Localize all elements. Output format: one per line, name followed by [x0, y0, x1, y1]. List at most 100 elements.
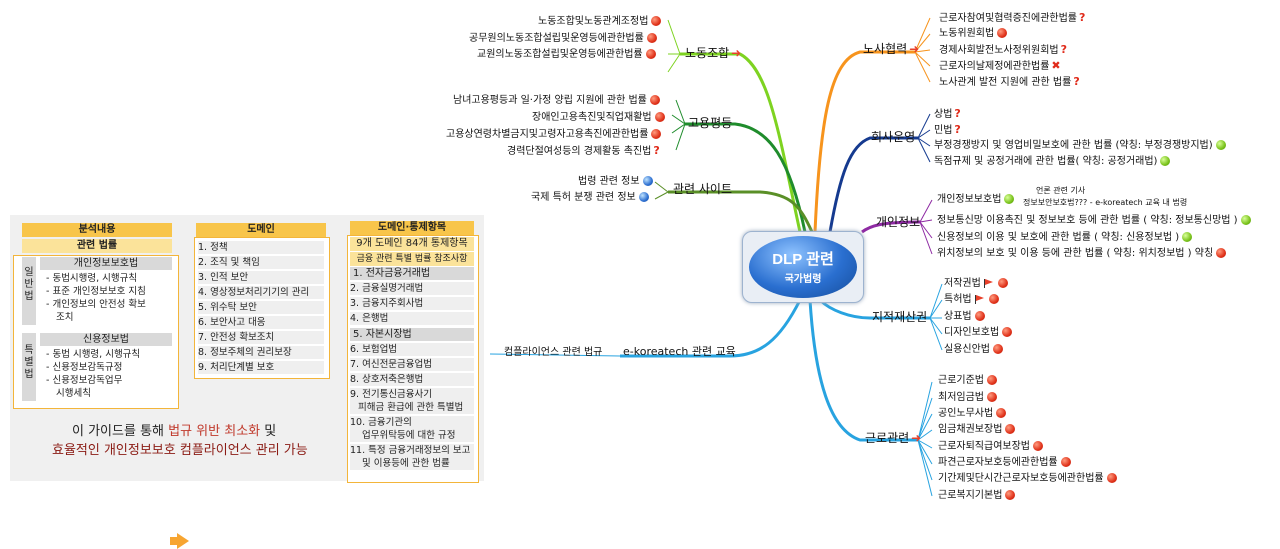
mindmap-connectors: [489, 17, 943, 497]
leaf-rel-8[interactable]: 근로복지기본법: [937, 489, 1016, 502]
red-dot-icon: [974, 311, 985, 321]
leaf-education-1[interactable]: 컴플라이언스 관련 법규: [504, 347, 603, 358]
question-icon: ?: [1073, 75, 1080, 88]
leaf-ip-4[interactable]: 디자인보호법: [943, 326, 1013, 339]
col3-item: 및 이용등에 관한 법률: [350, 457, 474, 471]
leaf-rel-6[interactable]: 파견근로자보호등에관한법률: [937, 456, 1072, 469]
leaf-privacy-2[interactable]: 정보통신망 이용촉진 및 정보보호 등에 관한 법률 ( 약칭: 정보통신망법 …: [936, 214, 1252, 227]
center-title: DLP 관련: [772, 251, 834, 268]
col3-item: 10. 금융기관의: [350, 416, 474, 429]
domain-item: 6. 보안사고 대응: [198, 316, 324, 330]
question-icon: ?: [954, 123, 961, 136]
red-dot-icon: [651, 129, 662, 139]
link-arrow-icon[interactable]: ➜: [911, 431, 922, 445]
branch-label: 노동조합: [685, 46, 730, 60]
leaf-equality-3[interactable]: 고용상연령차별금지및고령자고용촉진에관한법률: [445, 128, 662, 141]
center-emblem: [749, 236, 857, 298]
red-dot-icon: [1005, 424, 1016, 434]
red-dot-icon: [1106, 473, 1117, 483]
leaf-ip-2[interactable]: 특허법: [943, 293, 1000, 306]
leaf-site-1[interactable]: 법령 관련 정보: [577, 175, 654, 188]
leaf-ip-5[interactable]: 실용신안법: [943, 343, 1004, 356]
leaf-labor-union-1[interactable]: 노동조합및노동관계조정법: [537, 15, 662, 28]
leaf-labor-union-3[interactable]: 교원의노동조합설립및운영등에관한법률: [476, 48, 657, 61]
group2-item: - 신용정보감독업무: [46, 375, 123, 386]
leaf-privacy-1[interactable]: 개인정보보호법: [936, 193, 1015, 206]
special-law-label: 특별법: [22, 333, 36, 401]
col3-item: 11. 특정 금융거래정보의 보고: [350, 444, 474, 457]
red-dot-icon: [988, 294, 999, 304]
red-dot-icon: [646, 33, 657, 43]
col3-reference: 금융 관련 특별 법률 참조사항: [350, 252, 474, 266]
center-node[interactable]: DLP 관련 국가법령: [742, 231, 864, 303]
leaf-rel-3[interactable]: 공인노무사법: [937, 407, 1007, 420]
leaf-company-3[interactable]: 부정경쟁방지 및 영업비밀보호에 관한 법률 (약칭: 부정경쟁방지법): [933, 139, 1227, 152]
red-dot-icon: [649, 95, 660, 105]
group1-item: - 동법시행령, 시행규칙: [46, 273, 138, 284]
leaf-equality-2[interactable]: 장애인고용촉진및직업재활법: [531, 111, 666, 124]
leaf-rel-4[interactable]: 임금채권보장법: [937, 423, 1016, 436]
group1-item: - 표준 개인정보보호 지침: [46, 286, 146, 297]
leaf-company-1[interactable]: 상법?: [934, 107, 961, 120]
leaf-ip-1[interactable]: 저작권법: [943, 277, 1009, 290]
globe-link-icon[interactable]: [638, 192, 649, 202]
question-icon: ?: [1060, 43, 1067, 56]
green-dot-icon: [1004, 194, 1015, 204]
branch-equality[interactable]: 고용평등: [688, 116, 733, 130]
green-dot-icon: [1215, 140, 1226, 150]
branch-labor-rel[interactable]: 근로관련➜: [865, 431, 922, 445]
note-privacy-2: 정보보안보호법??? - e-koreatech 교육 내 법령: [1023, 198, 1188, 207]
leaf-privacy-3[interactable]: 신용정보의 이용 및 보호에 관한 법률 ( 약칭: 신용정보법 ): [936, 231, 1193, 244]
leaf-rel-5[interactable]: 근로자퇴직급여보장법: [937, 440, 1044, 453]
leaf-labor-union-2[interactable]: 공무원의노동조합설립및운영등에관한법률: [468, 32, 658, 45]
branch-company[interactable]: 회사운영: [871, 130, 916, 144]
red-dot-icon: [1033, 441, 1043, 451]
right-arrow-icon: [177, 533, 189, 549]
leaf-company-2[interactable]: 민법?: [934, 123, 961, 136]
leaf-company-4[interactable]: 독점규제 및 공정거래에 관한 법률( 약칭: 공정거래법): [933, 155, 1171, 168]
flag-icon: [974, 294, 986, 304]
col3-item: 9. 전기통신금융사기: [350, 388, 474, 401]
col3-summary: 9개 도메인 84개 통제항목: [350, 237, 474, 251]
branch-sites[interactable]: 관련 사이트: [673, 182, 733, 196]
link-arrow-icon[interactable]: ➜: [909, 42, 920, 56]
leaf-coop-5[interactable]: 노사관계 발전 지원에 관한 법률?: [939, 75, 1080, 88]
domain-item: 9. 처리단계별 보호: [198, 361, 324, 375]
branch-privacy[interactable]: 개인정보: [876, 215, 921, 229]
group2-item: - 신용정보감독규정: [46, 362, 123, 373]
red-dot-icon: [1060, 457, 1071, 467]
leaf-ip-3[interactable]: 상표법: [943, 310, 986, 323]
red-dot-icon: [645, 49, 656, 59]
branch-ip[interactable]: 지적재산권: [872, 310, 928, 324]
leaf-rel-1[interactable]: 근로기준법: [937, 374, 998, 387]
leaf-site-2[interactable]: 국제 특허 분쟁 관련 정보: [530, 191, 650, 204]
domain-item: 1. 정책: [198, 241, 324, 255]
domain-item: 5. 위수탁 보안: [198, 301, 324, 315]
leaf-coop-4[interactable]: 근로자의날제정에관한법률✖: [939, 59, 1061, 72]
leaf-coop-2[interactable]: 노동위원회법: [938, 27, 1008, 40]
leaf-equality-4[interactable]: 경력단절여성등의 경제활동 촉진법?: [507, 144, 660, 157]
note-line-1: 이 가이드를 통해 법규 위반 최소화 및: [72, 424, 277, 439]
leaf-coop-1[interactable]: 근로자참여및협력증진에관한법률?: [939, 11, 1086, 24]
group1-item: 조치: [56, 312, 74, 323]
leaf-equality-1[interactable]: 남녀고용평등과 일·가정 양립 지원에 관한 법률: [452, 94, 661, 107]
branch-education[interactable]: e-koreatech 관련 교육: [623, 345, 736, 358]
red-dot-icon: [651, 16, 662, 26]
col3-item: 피해금 환급에 관한 특별법: [350, 401, 474, 415]
link-arrow-icon[interactable]: ➜: [731, 46, 742, 60]
col1-subheader: 관련 법률: [22, 239, 172, 253]
globe-link-icon[interactable]: [642, 176, 653, 186]
col3-group1: 1. 전자금융거래법: [350, 267, 474, 280]
question-icon: ?: [954, 107, 961, 120]
leaf-privacy-4[interactable]: 위치정보의 보호 및 이용 등에 관한 법률 ( 약칭: 위치정보법 ) 약칭: [936, 247, 1227, 260]
col1-header: 분석내용: [22, 223, 172, 237]
leaf-rel-7[interactable]: 기간제및단시간근로자보호등에관한법률: [937, 472, 1118, 485]
branch-labor-union[interactable]: 노동조합➜: [682, 46, 744, 61]
red-dot-icon: [993, 344, 1003, 354]
group2-item: 시행세칙: [56, 388, 91, 399]
question-icon: ?: [653, 144, 660, 157]
leaf-rel-2[interactable]: 최저임금법: [937, 391, 998, 404]
branch-labor-coop[interactable]: 노사협력➜: [863, 42, 920, 56]
col3-item: 7. 여신전문금융업법: [350, 358, 474, 372]
leaf-coop-3[interactable]: 경제사회발전노사정위원회법?: [939, 43, 1067, 56]
